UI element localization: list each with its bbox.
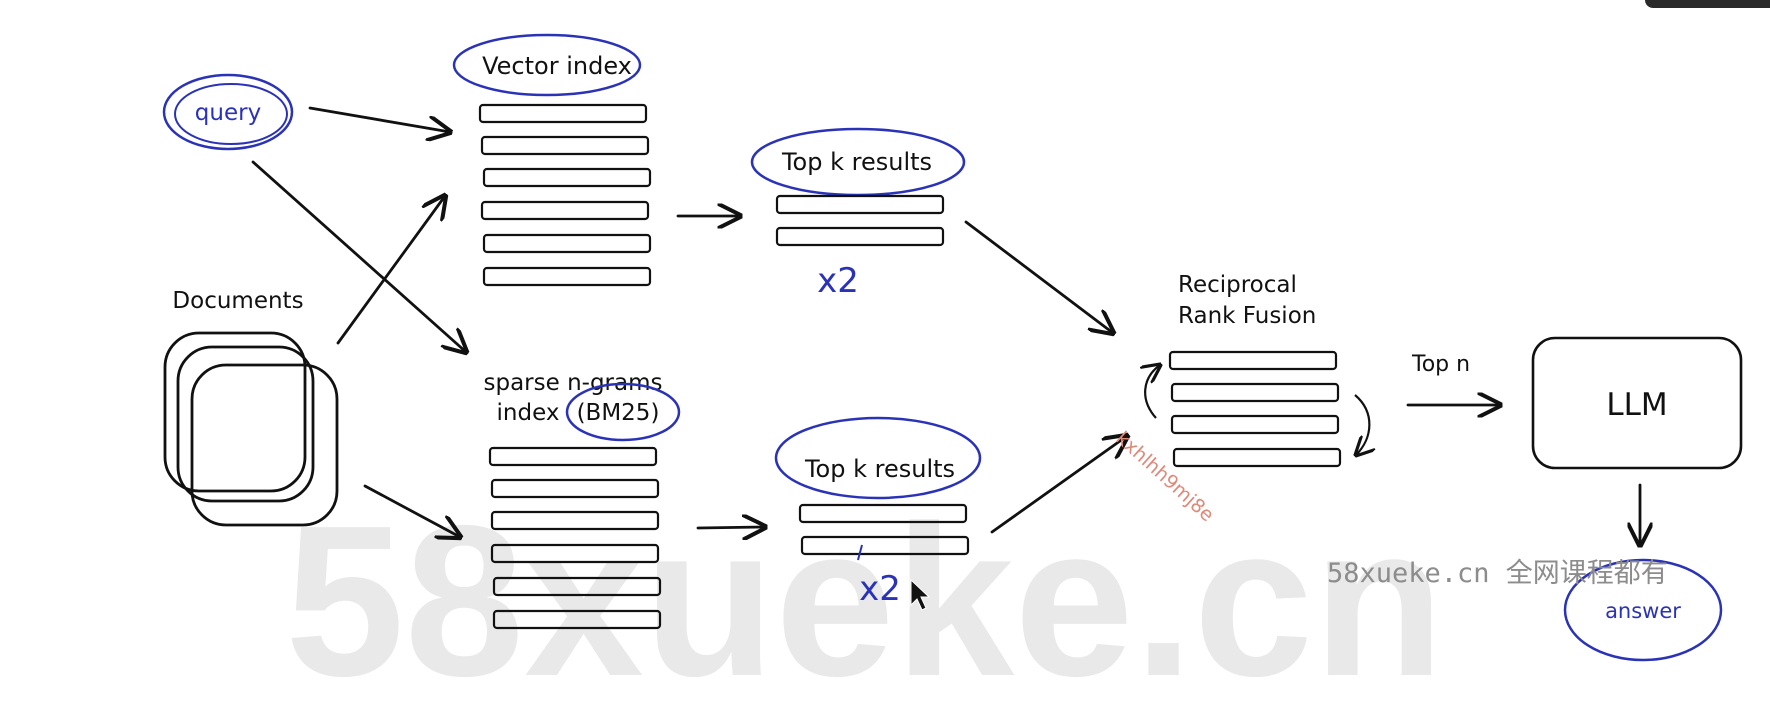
top-k-bottom-row <box>800 535 970 556</box>
answer-label: answer <box>1605 599 1681 623</box>
bm25-label: (BM25) <box>577 400 660 426</box>
document-card <box>176 345 315 503</box>
bm25-circle <box>565 382 681 442</box>
query-node-outline <box>162 73 294 151</box>
vector-index-circle <box>452 33 642 97</box>
sparse-index-label: sparse n-grams <box>484 370 663 396</box>
rrf-row <box>1170 382 1340 403</box>
arrow-query-to-sparse <box>251 160 466 352</box>
sparse-index-row <box>490 543 660 564</box>
top-k-top-label: Top k results <box>781 148 932 176</box>
x2-bottom-tick-mark <box>857 544 863 561</box>
top-k-top-row <box>775 194 945 215</box>
vector-index-row <box>482 167 652 188</box>
query-label: query <box>195 100 261 126</box>
rrf-label: Reciprocal <box>1178 272 1297 298</box>
vector-index-row <box>480 135 650 156</box>
sparse-index-row <box>492 576 662 597</box>
x2-bottom-label: x2 <box>859 569 901 609</box>
query-node-outline-2 <box>174 83 288 145</box>
sparse-index-row <box>490 510 660 531</box>
top-k-top-row <box>775 226 945 247</box>
answer-circle <box>1563 558 1723 662</box>
vector-index-row <box>478 103 648 124</box>
top-k-top-rows <box>775 194 945 247</box>
rrf-row <box>1168 350 1338 371</box>
rrf-row <box>1172 447 1342 468</box>
documents-stack <box>163 331 339 527</box>
sparse-index-row <box>490 478 660 499</box>
arrow-query-to-vector <box>308 106 450 132</box>
vector-index-row <box>482 233 652 254</box>
arrow-documents-to-sparse <box>363 484 460 537</box>
top-k-bottom-circle <box>774 416 982 500</box>
sparse-index-label-line2: index <box>497 400 560 426</box>
rrf-rows <box>1168 350 1342 468</box>
vector-index-label: Vector index <box>482 52 632 80</box>
arrow-documents-to-vector <box>336 196 445 345</box>
documents-label: Documents <box>172 288 303 314</box>
sparse-index-row <box>488 446 658 467</box>
rrf-row <box>1170 414 1340 435</box>
top-k-bottom-row <box>798 503 968 524</box>
flow-arrows <box>251 106 1640 545</box>
rrf-rerank-arrow-left <box>1145 365 1160 419</box>
llm-box <box>1531 336 1743 470</box>
rrf-rerank-arrow-right <box>1355 394 1369 455</box>
window-corner-bar <box>1645 0 1770 8</box>
mouse-cursor-icon <box>910 578 931 611</box>
arrow-sparse-to-topk <box>696 527 765 528</box>
vector-index-row <box>480 200 650 221</box>
x2-top-label: x2 <box>817 261 859 301</box>
vector-index-rows <box>478 103 652 287</box>
watermark-site-text: 58xueke.cn 全网课程都有 <box>1327 558 1668 589</box>
llm-label: LLM <box>1606 387 1667 423</box>
document-card <box>163 331 307 493</box>
top-k-bottom-label: Top k results <box>804 455 955 483</box>
top-n-label: Top n <box>1411 352 1470 377</box>
top-k-bottom-rows <box>798 503 970 556</box>
vector-index-row <box>482 266 652 287</box>
sparse-index-row <box>492 609 662 630</box>
sparse-index-rows <box>488 446 662 630</box>
watermark-big-text: 58xueke.cn <box>285 480 1444 715</box>
arrow-topk-to-rrf-bottom <box>990 436 1127 534</box>
rrf-label-line2: Rank Fusion <box>1178 303 1316 329</box>
document-card <box>190 363 339 527</box>
arrow-topk-to-rrf-top <box>964 220 1113 333</box>
